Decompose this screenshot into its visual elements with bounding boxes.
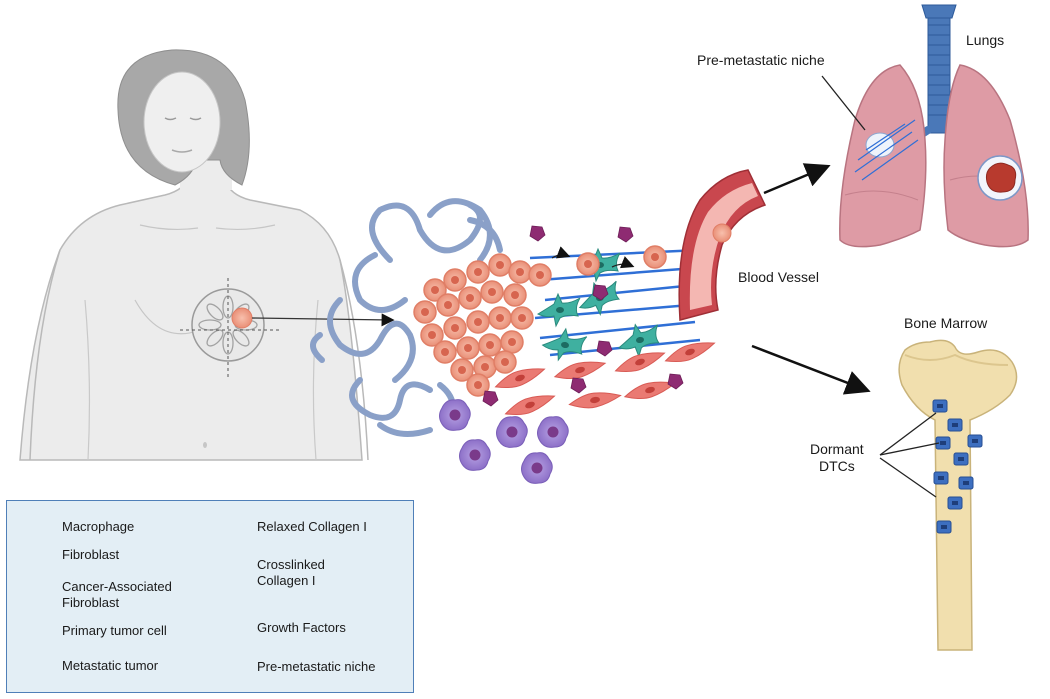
legend-caf-label: Cancer-Associated Fibroblast (62, 579, 172, 611)
dormant-label-line2: DTCs (818, 458, 855, 474)
legend-pre-metastatic-niche-label: Pre-metastatic niche (257, 659, 376, 674)
tumor-microenvironment (310, 198, 718, 484)
legend-fibroblast-label: Fibroblast (62, 547, 120, 562)
legend-caf-line2: Fibroblast (62, 595, 120, 610)
legend (6, 500, 414, 693)
legend-crosslinked-line1: Crosslinked (257, 557, 325, 572)
dormant-label-line1: Dormant (810, 441, 864, 457)
legend-primary-tumor-cell-label: Primary tumor cell (62, 623, 167, 638)
legend-caf-line1: Cancer-Associated (62, 579, 172, 594)
legend-macrophage-label: Macrophage (62, 519, 135, 534)
bone-marrow-label: Bone Marrow (904, 315, 988, 331)
dormant-dtcs-label: Dormant DTCs (810, 441, 864, 475)
legend-crosslinked-collagen-label: Crosslinked Collagen I (257, 557, 325, 589)
lung-pre-metastatic-niche (854, 119, 919, 181)
human-figure (19, 49, 395, 461)
blood-vessel (678, 163, 871, 395)
legend-growth-factors-label: Growth Factors (257, 620, 346, 635)
legend-crosslinked-line2: Collagen I (257, 573, 316, 588)
lungs (821, 4, 1029, 248)
blood-vessel-label: Blood Vessel (738, 269, 819, 285)
legend-metastatic-tumor-label: Metastatic tumor (62, 658, 159, 673)
pre-metastatic-niche-label: Pre-metastatic niche (697, 52, 825, 68)
lungs-label: Lungs (966, 32, 1005, 48)
legend-relaxed-collagen-label: Relaxed Collagen I (257, 519, 367, 534)
bone (879, 339, 1018, 651)
